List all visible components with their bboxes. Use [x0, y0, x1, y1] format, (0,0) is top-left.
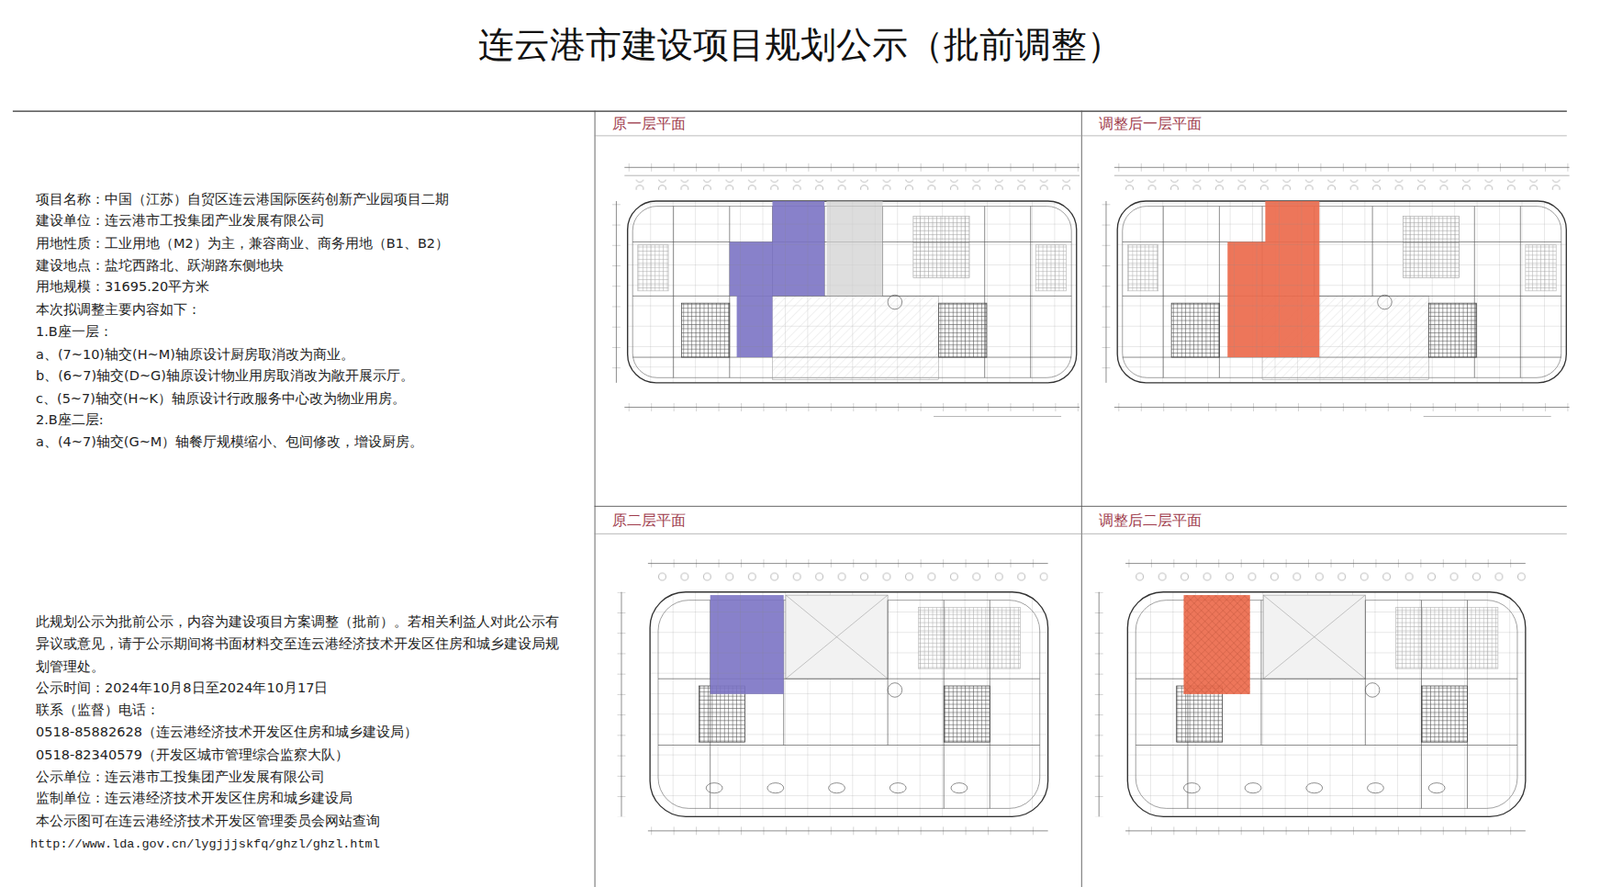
plan-rect [772, 295, 939, 380]
original-area [710, 594, 784, 694]
page-title: 连云港市建设项目规划公示（批前调整） [0, 23, 1600, 68]
plan-panel: 调整后二层平面 [1081, 505, 1567, 887]
plan-panel: 原二层平面 [594, 505, 1082, 887]
plan-rect [648, 559, 1049, 568]
plan-line [658, 744, 1041, 746]
first-floor-plan [612, 163, 1080, 417]
notice-line: a、(7~10)轴交(H~M)轴原设计厨房取消改为商业。 [35, 346, 355, 363]
notice-line: 监制单位：连云港经济技术开发区住房和城乡建设局 [35, 790, 353, 806]
plan-rect [624, 163, 1080, 172]
notice-line: 本次拟调整主要内容如下： [35, 302, 202, 318]
notice-line: b、(6~7)轴交(D~G)轴原设计物业用房取消改为敞开展示厅。 [35, 368, 414, 384]
second-floor-plan [1095, 559, 1526, 835]
notice-line: 1.B座一层： [35, 324, 113, 340]
plan-circle [887, 682, 903, 698]
notice-line: 公示时间：2024年10月8日至2024年10月17日 [35, 680, 328, 696]
plan-rect [649, 592, 1049, 817]
notice-line: a、(4~7)轴交(G~M）轴餐厅规模缩小、包间修改，增设厨房。 [35, 434, 424, 450]
notice-line: 用地性质：工业用地（M2）为主，兼容商业、商务用地（B1、B2） [35, 235, 449, 252]
original-area [729, 201, 825, 358]
first-floor-plan [1102, 163, 1570, 417]
plan-line [672, 206, 674, 379]
grid-overlay [710, 594, 784, 694]
changed-areas [710, 201, 1321, 694]
grey-area [826, 201, 883, 296]
notice-line: 2.B座二层: [35, 412, 104, 428]
plan-line [594, 533, 1567, 535]
plan-panel: 原一层平面 [594, 111, 1082, 506]
plan-rect [682, 302, 730, 358]
notice-line: 项目名称：中国（江苏）自贸区连云港国际医药创新产业园项目二期 [35, 191, 449, 208]
plan-ellipse [705, 783, 723, 794]
plan-line [648, 562, 1049, 564]
plan-line [648, 829, 1049, 831]
plan-line [624, 167, 1080, 168]
plan-ellipse [767, 783, 784, 794]
notice-line: 用地规模：31695.20平方米 [35, 279, 210, 295]
plan-ellipse [828, 783, 846, 794]
panel-heading: 调整后二层平面 [1096, 511, 1204, 529]
panel-heading: 调整后一层平面 [1096, 114, 1204, 133]
plan-line [620, 592, 622, 817]
plan-ellipse [889, 783, 907, 794]
plan-panel: 调整后一层平面 [1081, 111, 1567, 506]
notice-line: 建设单位：连云港市工投集团产业发展有限公司 [35, 212, 325, 229]
plan-rect [698, 685, 745, 742]
notice-line: 0518-82340579（开发区城市管理综合监察大队） [35, 747, 349, 763]
plan-line [624, 406, 1080, 408]
plan-line [594, 505, 1567, 507]
notice-line: 0518-85882628（连云港经济技术开发区住房和城乡建设局） [35, 724, 418, 740]
grid-overlay [1227, 201, 1320, 358]
notice-line: 联系（监督）电话： [35, 702, 160, 718]
plan-line [887, 600, 889, 746]
plan-ellipse [951, 783, 968, 794]
plan-rect [648, 571, 1049, 582]
panel-heading: 原二层平面 [610, 511, 688, 529]
plan-line [12, 111, 1567, 112]
plan-rect [624, 179, 1080, 191]
notice-paragraph: 此规划公示为批前公示，内容为建设项目方案调整（批前）。若相关利益人对此公示有异议… [35, 610, 569, 678]
plan-line [594, 134, 1567, 136]
plan-rect [627, 201, 1077, 383]
plan-rect [637, 245, 669, 291]
grid-overlay [729, 201, 825, 358]
notice-line: 公示单位：连云港市工投集团产业发展有限公司 [35, 769, 325, 785]
plan-line [615, 201, 617, 383]
adjusted-area [1183, 594, 1250, 694]
plan-rect [943, 685, 990, 742]
plan-rect [617, 592, 627, 817]
hatch-overlay [1183, 594, 1250, 694]
plan-line [1081, 111, 1083, 887]
plan-path [785, 594, 888, 679]
plan-circle [887, 294, 903, 310]
plan-line [933, 415, 1062, 417]
adjusted-area [1227, 201, 1320, 358]
plan-rect [624, 402, 1080, 412]
website-url: http://www.lda.gov.cn/lygjjjskfq/ghzl/gh… [30, 837, 381, 852]
notice-line: 建设地点：盐坨西路北、跃湖路东侧地块 [35, 257, 284, 274]
plan-line [624, 175, 1080, 177]
plan-rect [939, 302, 987, 358]
panel-heading: 原一层平面 [610, 114, 688, 133]
plan-line [594, 111, 596, 887]
plan-rect [913, 216, 970, 279]
plan-rect [1035, 245, 1066, 291]
plan-rect [785, 594, 888, 679]
plan-rect [612, 201, 621, 383]
plan-rect [917, 606, 1020, 669]
plan-line [1029, 206, 1031, 379]
plan-rect [648, 826, 1049, 835]
second-floor-plan [617, 559, 1049, 835]
notice-line: 本公示图可在连云港经济技术开发区管理委员会网站查询 [35, 813, 381, 829]
notice-line: c、(5~7)轴交(H~K）轴原设计行政服务中心改为物业用房。 [35, 391, 406, 407]
